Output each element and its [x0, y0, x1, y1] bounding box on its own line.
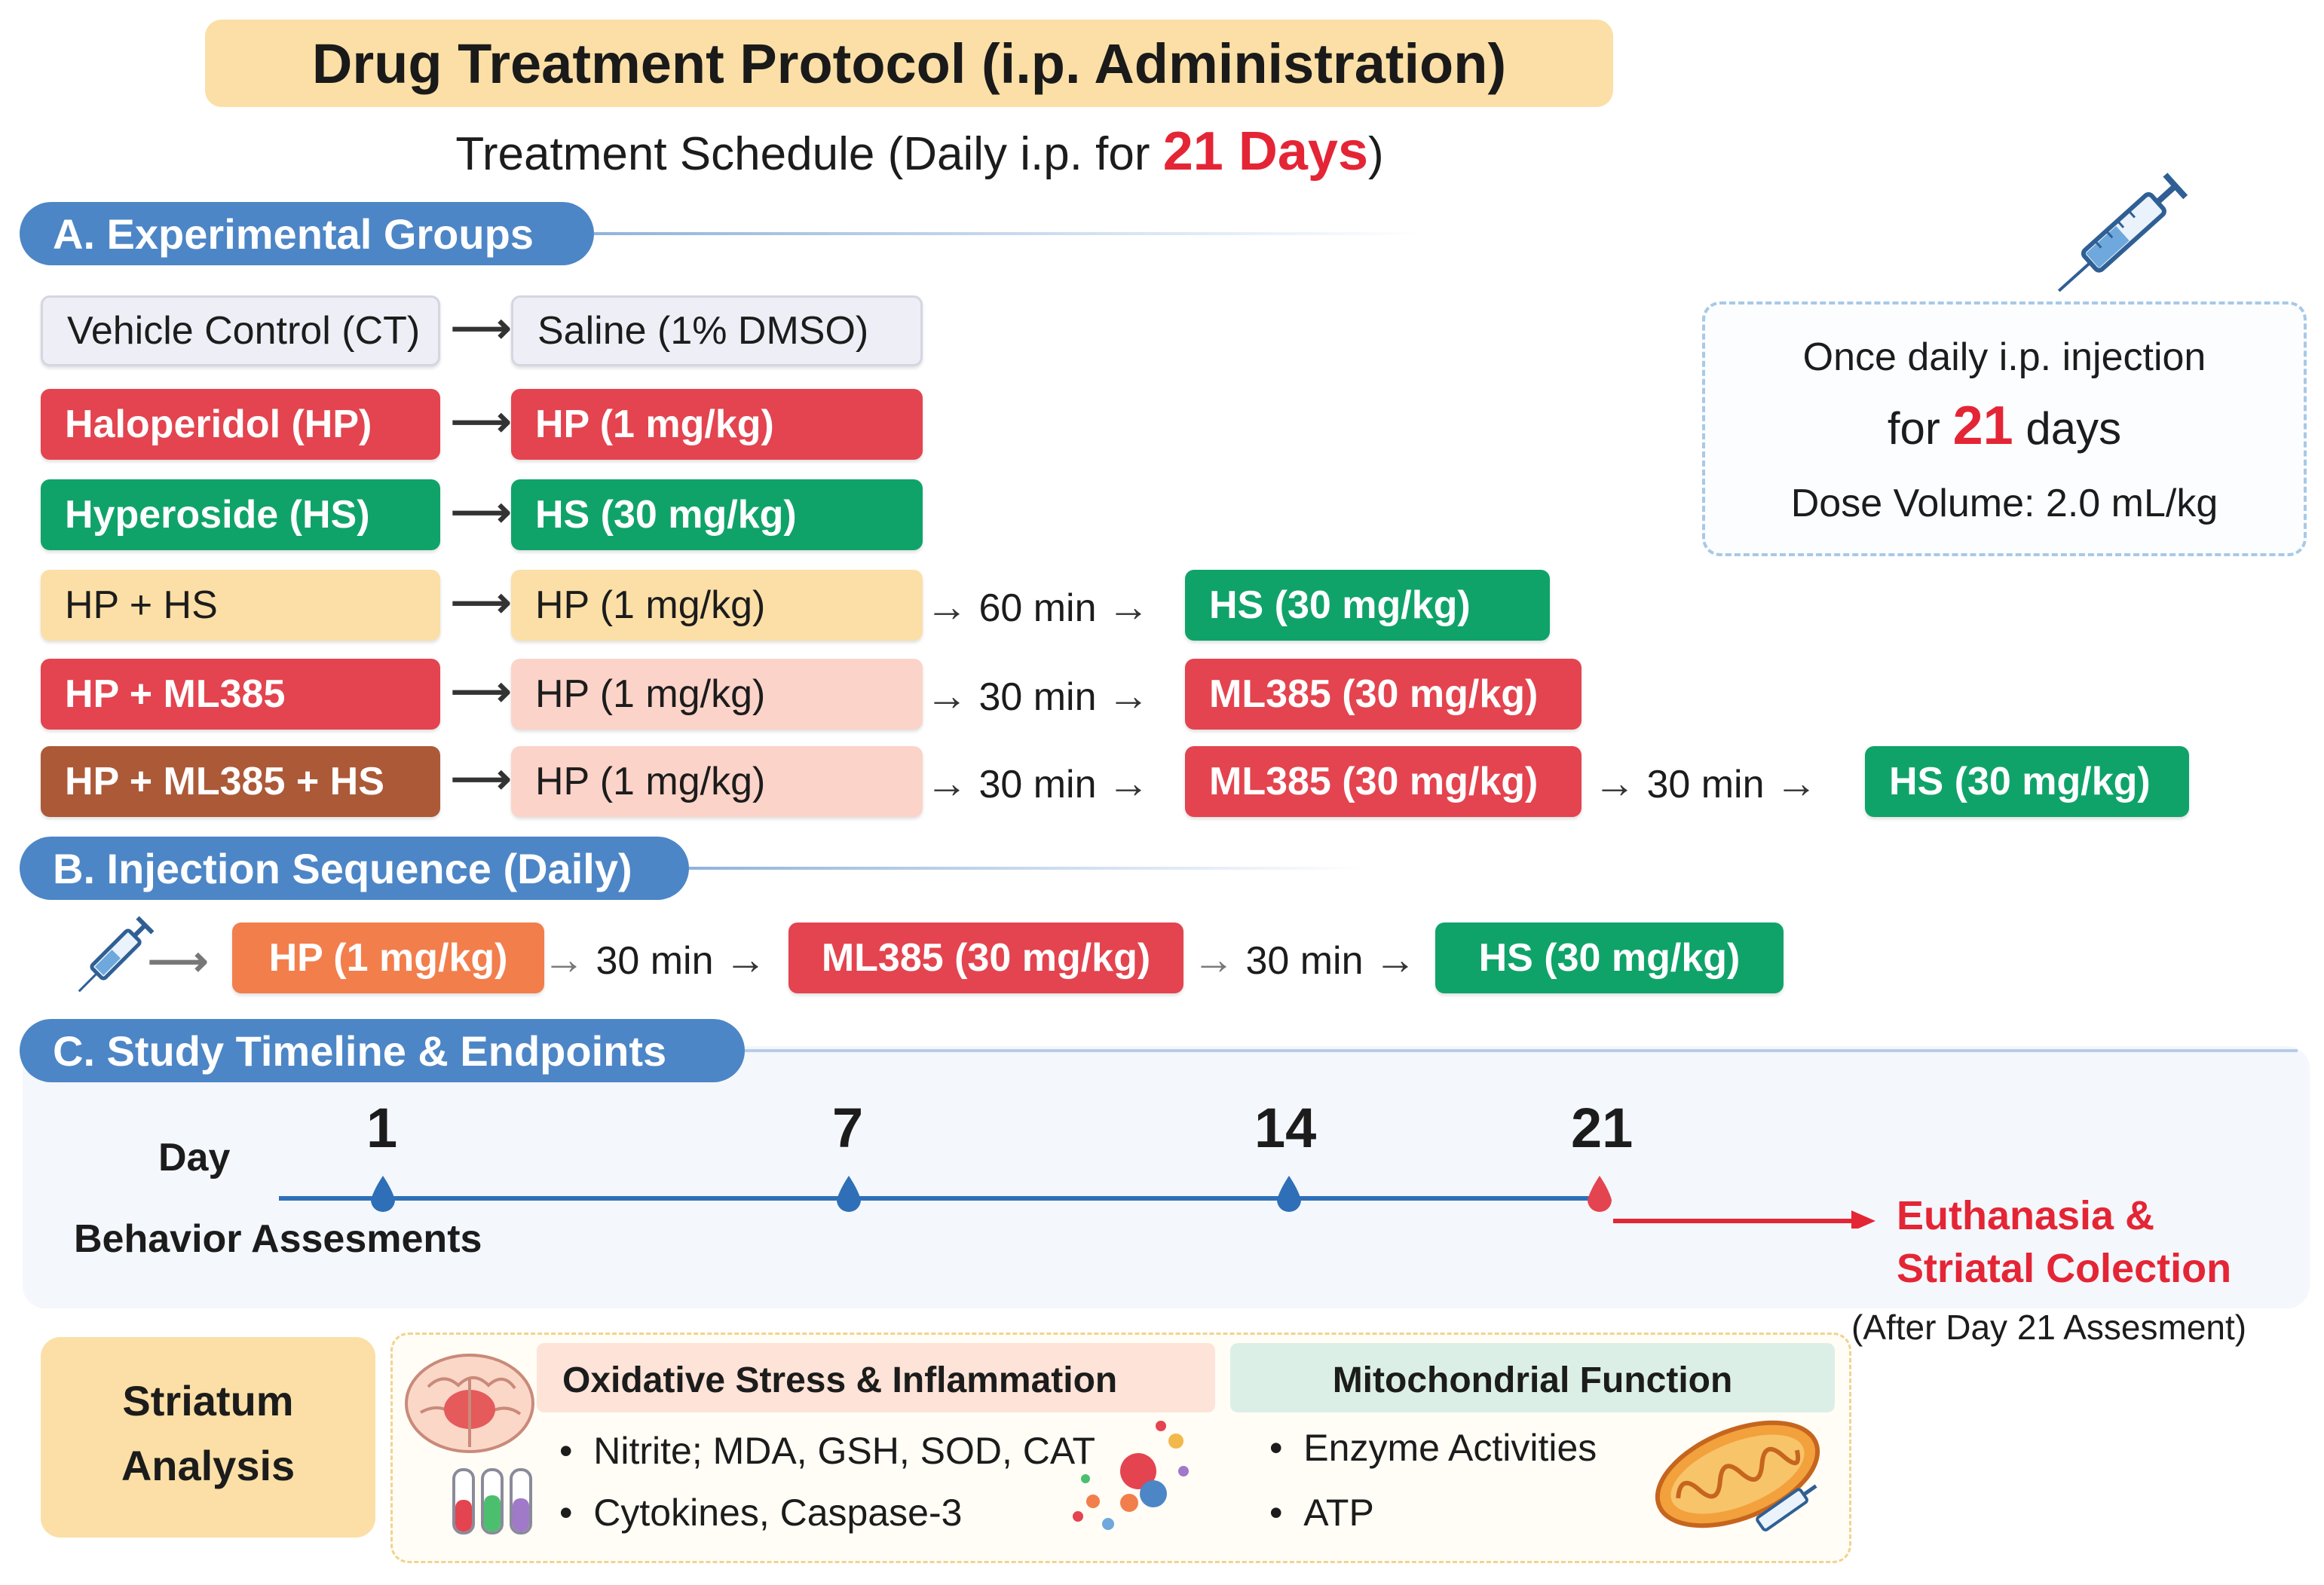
group-step-hp: HP (1 mg/kg) — [511, 570, 923, 641]
mito-item-2: • ATP — [1269, 1492, 1374, 1534]
oxidative-item-1: • Nitrite; MDA, GSH, SOD, CAT — [559, 1430, 1096, 1472]
arrow-icon: ⟶ — [148, 937, 209, 984]
subtitle-days: 21 Days — [1162, 121, 1368, 182]
test-tubes-icon — [452, 1468, 532, 1535]
arrow-icon: ⟶ — [451, 578, 512, 626]
subtitle-prefix: Treatment Schedule (Daily i.p. for — [455, 128, 1163, 180]
syringe-icon — [78, 916, 155, 993]
group-name-hyperoside: Hyperoside (HS) — [41, 479, 440, 550]
group-step-ml385: ML385 (30 mg/kg) — [1185, 659, 1581, 730]
behavior-label: Behavior Assesments — [74, 1217, 482, 1261]
sequence-step-ml385: ML385 (30 mg/kg) — [788, 923, 1183, 993]
oxidative-header: Oxidative Stress & Inflammation — [537, 1343, 1215, 1412]
group-step-saline: Saline (1% DMSO) — [511, 295, 923, 366]
group-step-hp: HP (1 mg/kg) — [511, 389, 923, 460]
wait-interval: → 60 min → — [926, 583, 1150, 630]
day-1: 1 — [366, 1097, 398, 1159]
striatum-label-box: Striatum Analysis — [41, 1337, 375, 1538]
group-step-hs: HS (30 mg/kg) — [1865, 746, 2189, 817]
timeline-marker-day-7 — [837, 1176, 861, 1212]
mito-title: Mitochondrial Function — [1332, 1360, 1733, 1400]
wait-interval: → 30 min → — [926, 759, 1150, 806]
group-step-ml385: ML385 (30 mg/kg) — [1185, 746, 1581, 817]
group-name-hp-hs: HP + HS — [41, 570, 440, 641]
striatum-label-line-1: Striatum — [122, 1377, 294, 1424]
timeline-marker-day-1 — [371, 1176, 395, 1212]
timeline-axis — [279, 1176, 1875, 1229]
section-b-header: B. Injection Sequence (Daily) — [20, 837, 689, 900]
oxidative-item-2: • Cytokines, Caspase-3 — [559, 1492, 963, 1534]
section-c-rule — [745, 1049, 2298, 1052]
day-21: 21 — [1571, 1097, 1634, 1159]
group-step-hs: HS (30 mg/kg) — [511, 479, 923, 550]
timeline-marker-day-21 — [1588, 1176, 1612, 1212]
wait-interval: → 30 min → — [926, 672, 1150, 719]
note-line-3: Dose Volume: 2.0 mL/kg — [1790, 482, 2218, 525]
section-a-rule — [594, 232, 1423, 235]
day-label: Day — [158, 1136, 231, 1180]
arrow-icon: ⟶ — [451, 667, 512, 714]
molecules-icon — [1073, 1421, 1189, 1530]
sequence-step-hp: HP (1 mg/kg) — [232, 923, 544, 993]
sequence-step-hs: HS (30 mg/kg) — [1435, 923, 1784, 993]
mito-item-1: • Enzyme Activities — [1269, 1427, 1597, 1469]
note-line-1: Once daily i.p. injection — [1802, 335, 2206, 379]
arrow-icon: ⟶ — [451, 304, 512, 351]
group-name-hp-ml385-hs: HP + ML385 + HS — [41, 746, 440, 817]
title-banner: Drug Treatment Protocol (i.p. Administra… — [205, 20, 1613, 107]
section-b-rule — [689, 867, 1367, 870]
section-a-header: A. Experimental Groups — [20, 202, 594, 265]
group-step-hp: HP (1 mg/kg) — [511, 659, 923, 730]
timeline-marker-day-14 — [1277, 1176, 1301, 1212]
endpoint-line-1: Euthanasia & — [1897, 1193, 2155, 1238]
wait-interval: → 30 min → — [1193, 935, 1416, 983]
oxidative-title: Oxidative Stress & Inflammation — [562, 1360, 1118, 1400]
endpoint-note: (After Day 21 Assesment) — [1851, 1308, 2247, 1347]
wait-interval: → 30 min → — [1594, 759, 1817, 806]
section-c-label: C. Study Timeline & Endpoints — [53, 1027, 667, 1075]
mito-header: Mitochondrial Function — [1230, 1343, 1835, 1412]
arrow-icon: ⟶ — [451, 488, 512, 535]
timeline-panel — [23, 1046, 2310, 1308]
section-c-header: C. Study Timeline & Endpoints — [20, 1019, 745, 1082]
section-a-label: A. Experimental Groups — [53, 210, 534, 258]
mitochondrion-icon — [1655, 1420, 1820, 1531]
injection-note: Once daily i.p. injection for 21 days Do… — [1702, 301, 2307, 556]
subtitle-suffix: ) — [1367, 128, 1384, 180]
page-title: Drug Treatment Protocol (i.p. Administra… — [311, 32, 1507, 95]
group-step-hs: HS (30 mg/kg) — [1185, 570, 1550, 641]
endpoint-line-2: Striatal Colection — [1897, 1246, 2232, 1291]
arrow-icon: ⟶ — [451, 754, 512, 802]
group-step-hp: HP (1 mg/kg) — [511, 746, 923, 817]
note-line-2: for 21 days — [1887, 396, 2122, 456]
group-name-haloperidol: Haloperidol (HP) — [41, 389, 440, 460]
section-b-label: B. Injection Sequence (Daily) — [53, 844, 632, 892]
group-name-vehicle: Vehicle Control (CT) — [41, 295, 440, 366]
day-7: 7 — [832, 1097, 864, 1159]
striatum-label-line-2: Analysis — [121, 1442, 295, 1489]
brain-icon — [405, 1354, 534, 1453]
day-14: 14 — [1254, 1097, 1317, 1159]
subtitle: Treatment Schedule (Daily i.p. for 21 Da… — [0, 121, 1839, 182]
arrow-icon: ⟶ — [451, 397, 512, 445]
group-name-hp-ml385: HP + ML385 — [41, 659, 440, 730]
wait-interval: → 30 min → — [543, 935, 767, 983]
syringe-icon — [2057, 173, 2188, 292]
